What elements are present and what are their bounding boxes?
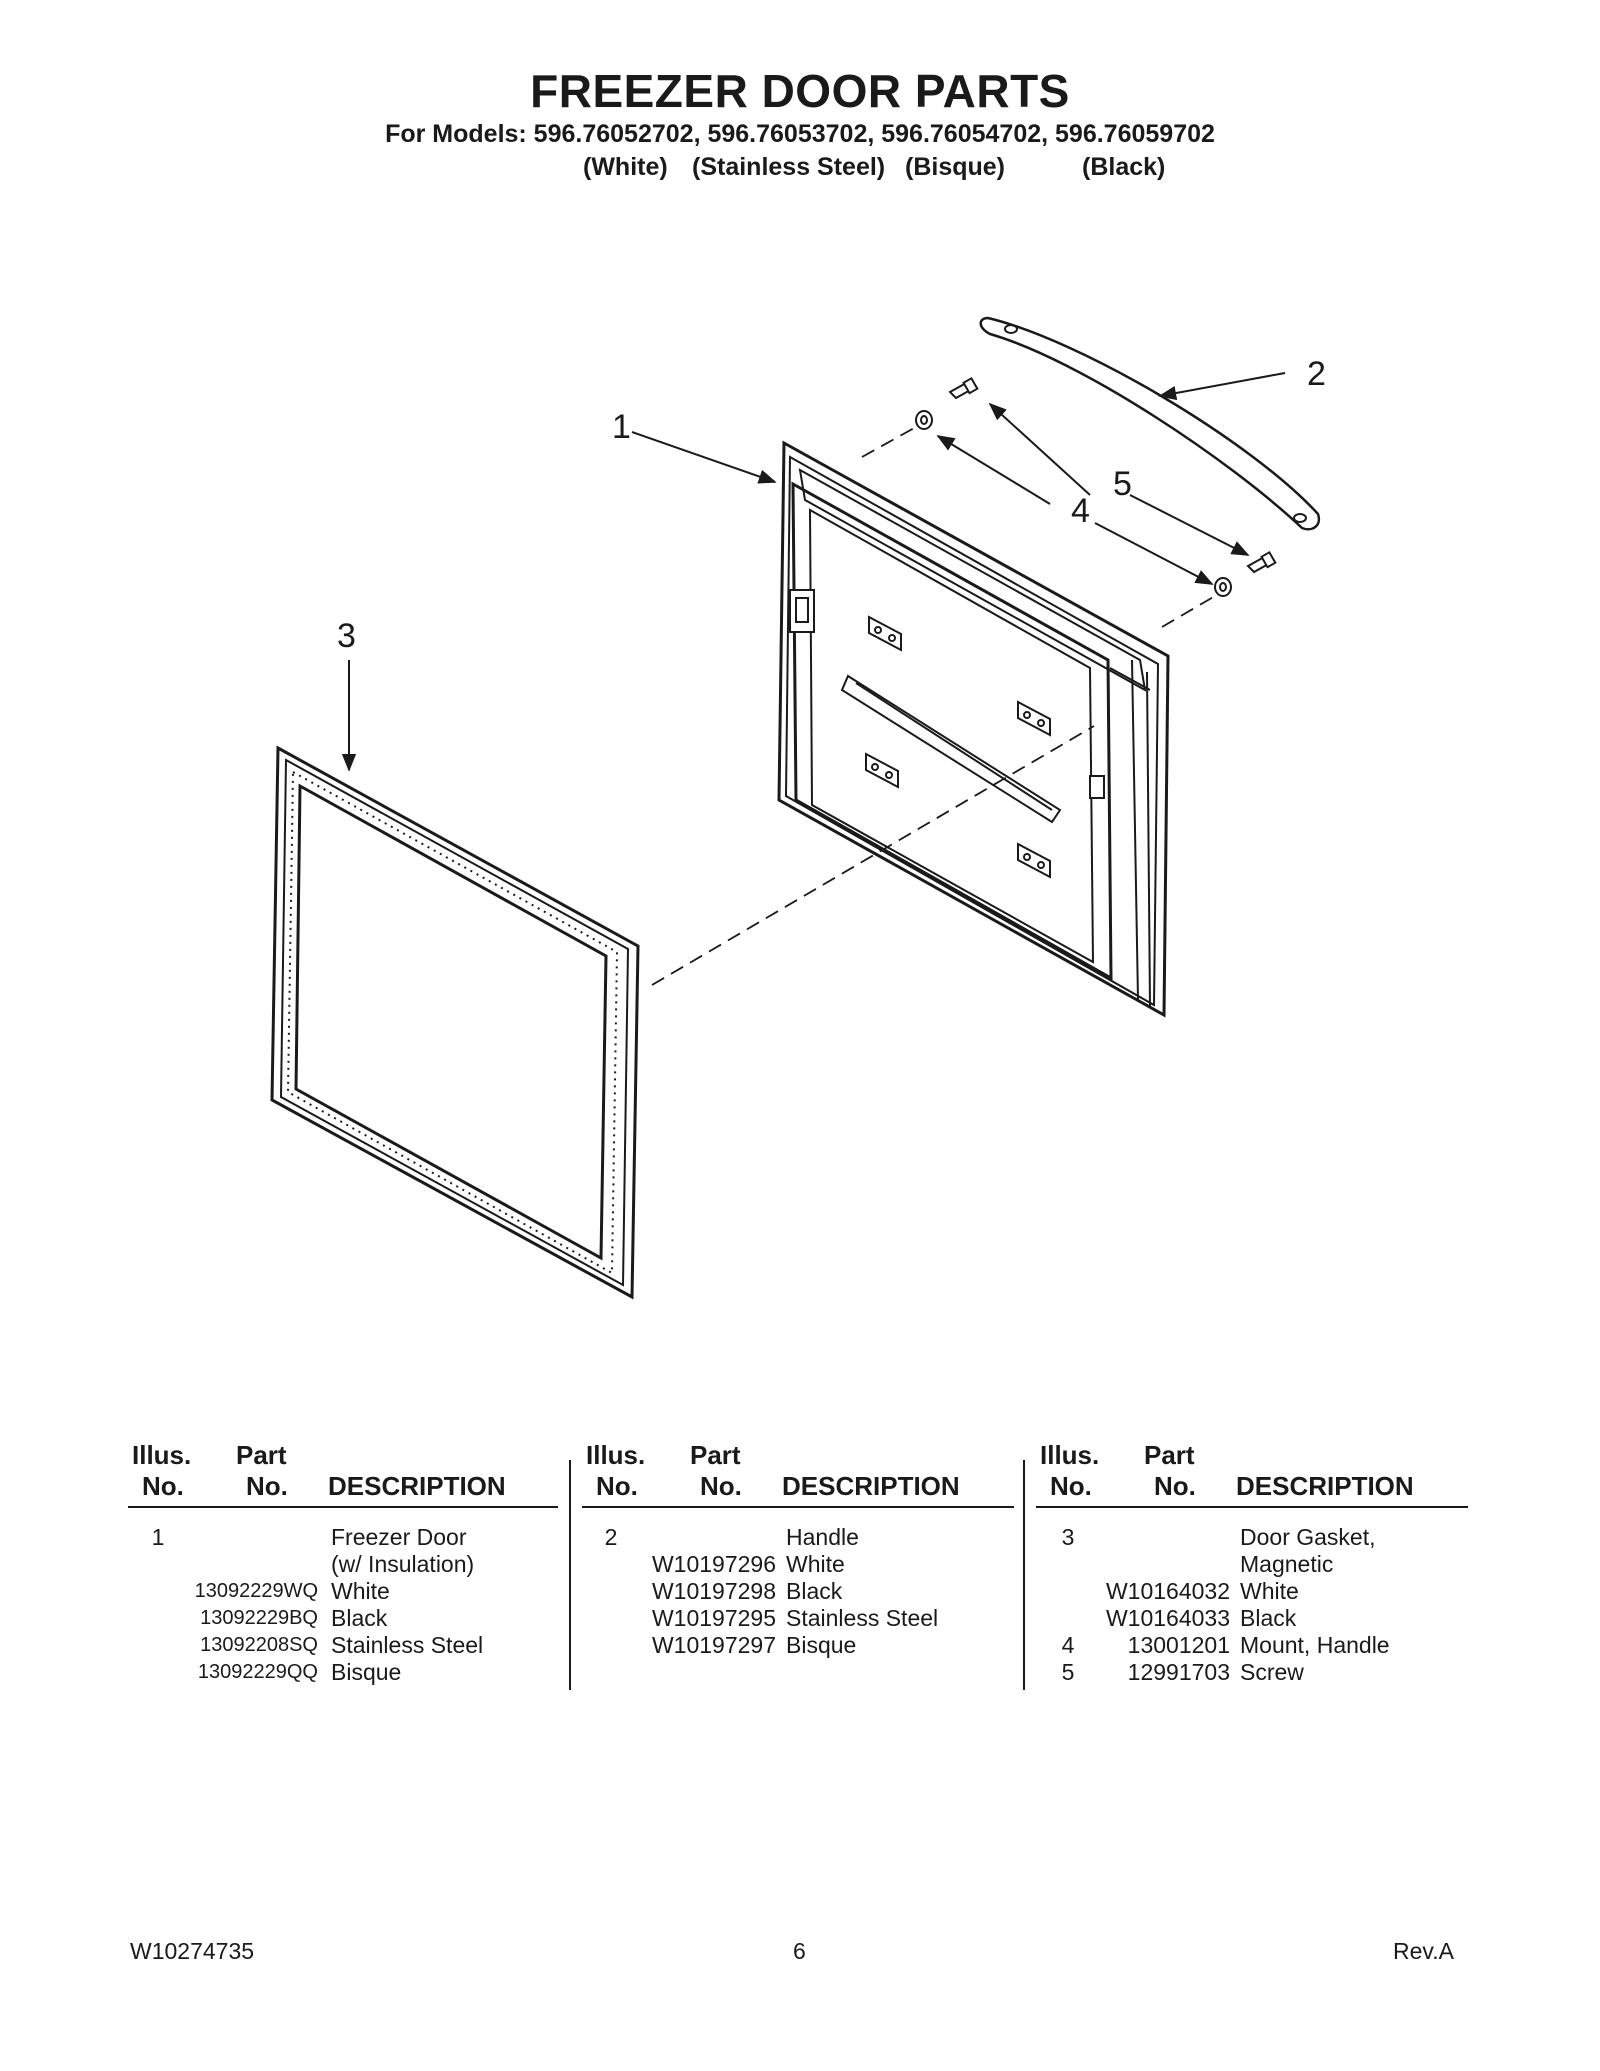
variant-bisque: (Bisque) [905,153,1005,181]
parts-column-1: Illus. No. Part No. DESCRIPTION 1 Freeze… [128,1440,568,1690]
exploded-parts-diagram: 1 2 3 4 5 [270,316,1326,1300]
description-header: DESCRIPTION [1236,1471,1414,1501]
part-header: Part [236,1440,287,1470]
part-header: Part [690,1440,741,1470]
mount-plate-bottom-right [1017,842,1051,879]
alignment-lines [651,426,1216,986]
description-header: DESCRIPTION [782,1471,960,1501]
column-divider [1023,1460,1025,1690]
leader-arrows [341,372,1286,772]
callout-3: 3 [337,617,356,655]
illus-header: Illus. [132,1440,192,1470]
doc-number: W10274735 [130,1938,255,1964]
mount-plate-top-left [868,615,902,652]
variant-black: (Black) [1082,153,1166,181]
callout-2: 2 [1307,355,1326,393]
freezer-door-drawing [777,440,1170,1018]
parts-column-3: Illus. No. Part No. DESCRIPTION 3 Door G… [1036,1440,1480,1690]
screw-drawing [948,376,1277,574]
variant-white: (White) [583,153,668,181]
mount-plate-top-right [1017,700,1051,737]
description-header: DESCRIPTION [328,1471,506,1501]
door-gasket-drawing [270,745,640,1300]
callout-4: 4 [1071,492,1090,530]
handle-mount-drawing [915,410,1232,597]
parts-table: Illus. No. Part No. DESCRIPTION 1 Freeze… [128,1440,1468,1690]
revision-label: Rev.A [1393,1938,1454,1964]
column-divider [569,1460,571,1690]
mount-plate-bottom-left [865,752,899,789]
illus-header: Illus. [1040,1440,1100,1470]
callout-5: 5 [1113,465,1132,503]
variant-stainless-steel: (Stainless Steel) [692,153,886,181]
illus-header: Illus. [586,1440,646,1470]
page-title: FREEZER DOOR PARTS [530,65,1070,117]
callout-1: 1 [612,408,631,446]
part-header: Part [1144,1440,1195,1470]
handle-drawing [979,316,1321,531]
parts-column-2: Illus. No. Part No. DESCRIPTION 2 Handle… [582,1440,1026,1690]
page-number: 6 [793,1938,806,1964]
model-list: For Models: 596.76052702, 596.76053702, … [385,120,1215,148]
